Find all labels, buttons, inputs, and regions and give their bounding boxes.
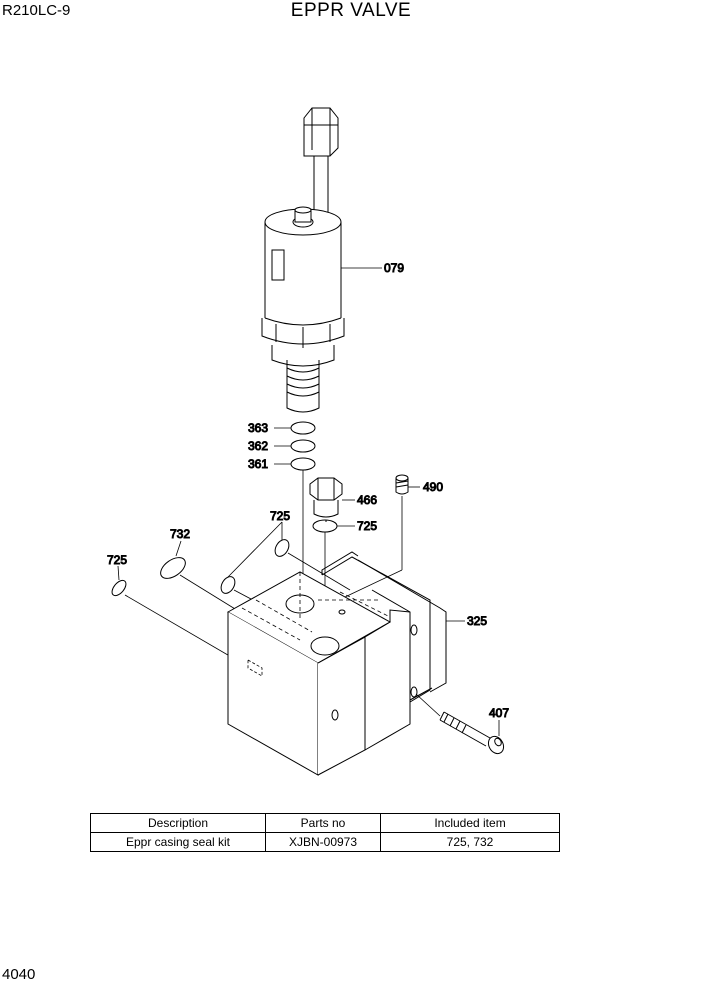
kit-description: Eppr casing seal kit: [90, 832, 266, 852]
o-ring-725-plug: [312, 519, 338, 533]
kit-included-items: 725, 732: [380, 832, 560, 852]
kit-parts-no: XJBN-00973: [265, 832, 381, 852]
casing-block-325: [226, 551, 447, 776]
bolt-407: [439, 711, 505, 755]
callout-725-left: 725: [107, 553, 127, 567]
o-ring-362: [290, 439, 316, 453]
table-row: Eppr casing seal kit XJBN-00973 725, 732: [90, 832, 560, 852]
column-header-parts-no: Parts no: [265, 813, 381, 833]
callout-361: 361: [248, 457, 268, 471]
callout-363: 363: [248, 421, 268, 435]
callout-466: 466: [357, 493, 377, 507]
callout-407: 407: [489, 706, 509, 720]
seal-kit-table: Description Parts no Included item Eppr …: [90, 813, 560, 852]
column-header-included-item: Included item: [380, 813, 560, 833]
o-ring-725-upper: [274, 539, 290, 557]
o-ring-725-lower: [220, 576, 236, 594]
model-label: R210LC-9: [2, 2, 71, 19]
callout-079: 079: [384, 261, 404, 275]
callout-362: 362: [248, 439, 268, 453]
callout-325: 325: [467, 614, 487, 628]
column-header-description: Description: [90, 813, 266, 833]
solenoid-connector: [303, 107, 339, 220]
plug-466: [309, 477, 343, 522]
page-title: EPPR VALVE: [290, 0, 412, 21]
o-ring-732: [160, 557, 186, 579]
o-ring-363: [290, 421, 316, 435]
table-header-row: Description Parts no Included item: [90, 813, 560, 833]
o-ring-361: [290, 457, 316, 471]
o-ring-725-left: [111, 579, 127, 597]
solenoid-valve-079: [261, 206, 345, 413]
page-number: 4040: [2, 966, 36, 983]
callout-490: 490: [423, 480, 443, 494]
set-screw-490: [395, 474, 409, 495]
callout-725-plug: 725: [357, 519, 377, 533]
callout-725-upper: 725: [270, 509, 290, 523]
callout-732: 732: [170, 527, 190, 541]
